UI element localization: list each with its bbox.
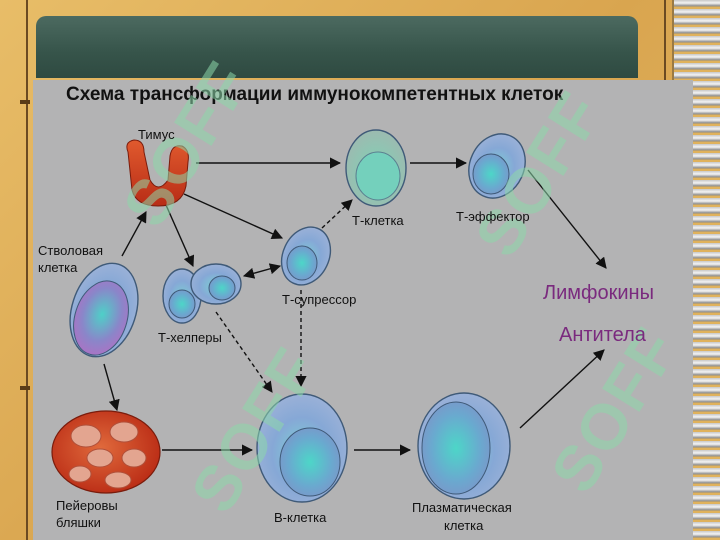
arrow-thymus-to-suppressor bbox=[183, 193, 284, 239]
dashed-arrow-helpers-to-bcell bbox=[215, 311, 273, 393]
label-stem-cell-line2: клетка bbox=[38, 260, 78, 275]
arrow-stem-to-thymus bbox=[121, 211, 147, 257]
label-t-effector: Т-эффектор bbox=[456, 209, 530, 224]
label-t-suppressor: Т-супрессор bbox=[282, 292, 357, 307]
label-t-cell: Т-клетка bbox=[352, 213, 404, 228]
label-stem-cell-line1: Стволовая bbox=[38, 243, 104, 258]
arrow-helpers-suppressor bbox=[242, 263, 282, 279]
arrow-thymus-to-helpers bbox=[165, 204, 195, 268]
peyer-follicle bbox=[104, 471, 132, 489]
t-cell-nucleus bbox=[355, 151, 401, 201]
peyer-follicle bbox=[121, 448, 147, 468]
plasma-cell-nucleus bbox=[421, 401, 491, 495]
t-helper-nucleus bbox=[208, 275, 236, 301]
left-notch bbox=[20, 100, 30, 104]
label-plasma-line2: клетка bbox=[444, 518, 484, 533]
b-cell-nucleus bbox=[279, 427, 341, 497]
label-plasma-line1: Плазматическая bbox=[412, 500, 512, 515]
peyer-follicle bbox=[68, 465, 92, 483]
arrow-stem-to-peyer bbox=[103, 363, 120, 412]
stem-cell-nucleus bbox=[73, 280, 129, 356]
label-peyer-line1: Пейеровы bbox=[56, 498, 118, 513]
t-effector-nucleus bbox=[472, 153, 510, 195]
page-title: Схема трансформации иммунокомпетентных к… bbox=[66, 84, 564, 105]
label-t-helpers: Т-хелперы bbox=[158, 330, 222, 345]
header-bar bbox=[36, 16, 638, 78]
peyer-follicle bbox=[109, 421, 139, 443]
label-lymphokines: Лимфокины bbox=[543, 282, 654, 304]
left-notch bbox=[20, 386, 30, 390]
t-suppressor-nucleus bbox=[286, 245, 318, 281]
label-thymus: Тимус bbox=[138, 127, 175, 142]
label-peyer-line2: бляшки bbox=[56, 515, 101, 530]
t-helper-nucleus bbox=[168, 289, 196, 319]
dashed-arrow-suppressor-to-tcell bbox=[321, 199, 353, 229]
peyer-follicle bbox=[70, 424, 102, 448]
label-antibodies: Антитела bbox=[559, 324, 646, 346]
thymus-shape bbox=[126, 139, 189, 207]
label-b-cell: В-клетка bbox=[274, 510, 327, 525]
left-margin-rule bbox=[26, 0, 28, 540]
arrow-plasma-to-antibodies bbox=[519, 349, 605, 429]
arrow-effector-to-lymphokines bbox=[527, 169, 607, 269]
peyer-follicle bbox=[86, 448, 114, 468]
